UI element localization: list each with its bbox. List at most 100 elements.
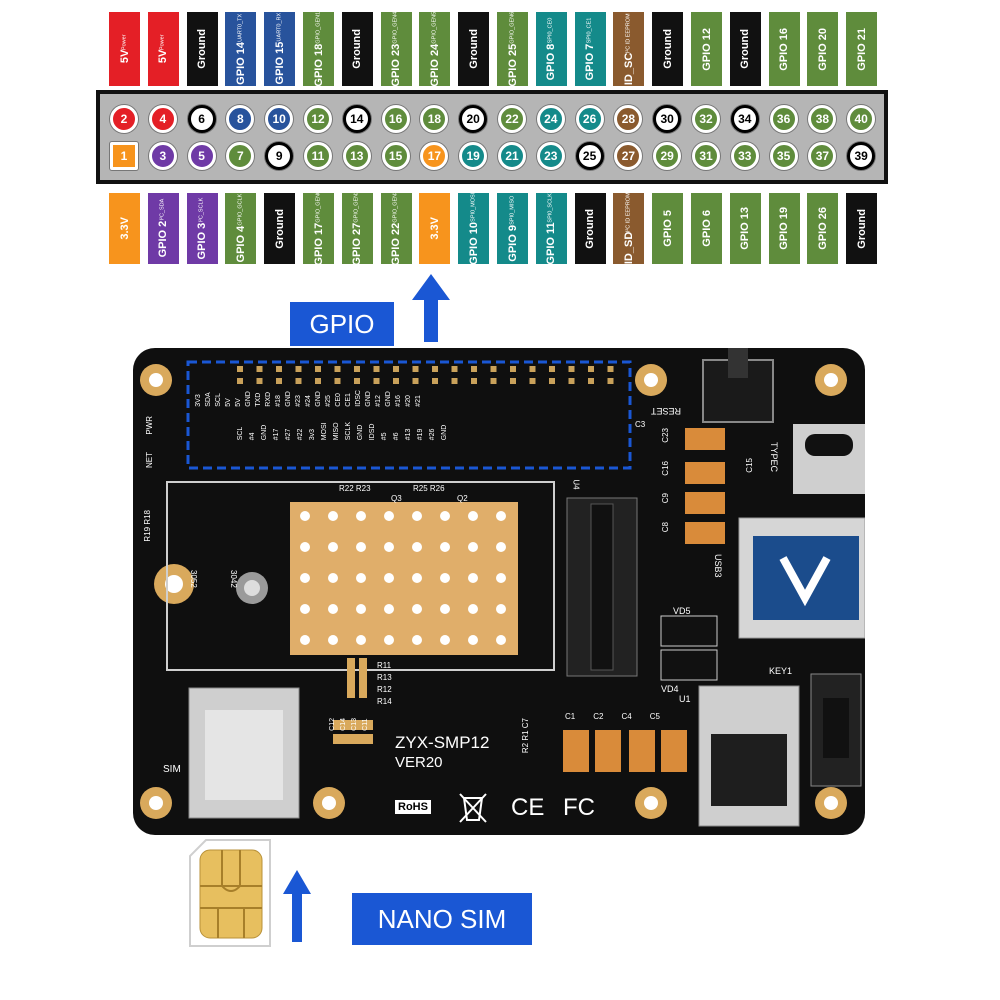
pin-20-marker: 20 xyxy=(459,105,488,133)
pin-function-label: GPIO 5 xyxy=(661,210,674,247)
pin-function-label: GPIO 14 xyxy=(234,41,247,85)
silkscreen-label: C2 xyxy=(593,712,604,721)
silkscreen-label: SCLK xyxy=(345,422,352,441)
silkscreen-label: #20 xyxy=(405,395,412,407)
silkscreen-label: 5V xyxy=(235,398,242,407)
pin-function-label: GPIO 8 xyxy=(545,43,558,81)
heatsink-hole xyxy=(496,604,506,614)
heatsink-hole xyxy=(412,542,422,552)
silkscreen-label: #24 xyxy=(305,395,312,407)
pin-2-marker: 2 xyxy=(110,105,138,133)
pin-number: 18 xyxy=(427,112,442,126)
pin-37-marker: 37 xyxy=(808,142,837,170)
pin-function-sublabel: I²C_SDA xyxy=(159,199,166,221)
header-pin-pad xyxy=(568,366,575,372)
pin-function-label: GPIO 27 xyxy=(351,223,364,266)
pin-function-label: GPIO 7 xyxy=(584,43,597,81)
pin-function-sublabel: Power xyxy=(121,34,127,51)
pin-number: 7 xyxy=(237,149,244,163)
pin-6-marker: 6 xyxy=(187,105,216,133)
pin-10-marker: 10 xyxy=(265,105,294,133)
silkscreen-label: R14 xyxy=(377,697,392,706)
header-pin-pad xyxy=(256,378,263,384)
pin-function-sublabel: GPIO_GEN4 xyxy=(392,11,399,44)
pin-function-label: GPIO 11 xyxy=(545,222,558,265)
silkscreen-label: #13 xyxy=(405,428,412,441)
pin-function-sublabel: Power xyxy=(159,34,166,51)
nano-sim-callout: NANO SIM xyxy=(352,893,532,945)
pin-function-label: GPIO 3 xyxy=(196,222,209,260)
heatsink-hole xyxy=(440,511,450,521)
heatsink-hole xyxy=(300,635,310,645)
pcb-artwork xyxy=(140,348,865,827)
pin-function-label: 3.3V xyxy=(118,217,131,240)
pin-number: 27 xyxy=(621,149,636,163)
pin-number: 9 xyxy=(275,149,283,163)
silkscreen-label: C1 xyxy=(565,712,576,721)
pin-number: 30 xyxy=(660,112,674,126)
header-pin-pad xyxy=(412,366,419,372)
heatsink-hole xyxy=(496,635,506,645)
pin-function-label: Ground xyxy=(467,29,480,69)
silkscreen-label: #18 xyxy=(275,395,282,407)
pin-number: 28 xyxy=(621,112,636,126)
header-pin-pad xyxy=(354,378,360,384)
silkscreen-label: GND xyxy=(441,424,448,441)
header-pin-pad xyxy=(354,366,360,372)
pin-function-sublabel: GPIO_GEN6 xyxy=(509,11,515,44)
pin-number: 16 xyxy=(388,112,403,126)
pin-number: 33 xyxy=(738,149,752,163)
header-pin-pad xyxy=(451,378,458,384)
silkscreen-label: C23 xyxy=(661,428,670,443)
heatsink-hole xyxy=(468,542,478,552)
heatsink-hole xyxy=(468,511,478,521)
pin-40-marker: 40 xyxy=(847,105,876,133)
pin-number: 5 xyxy=(198,149,205,163)
silkscreen-label: C11 xyxy=(362,718,369,731)
pin-function-sublabel: SPI0_SCLK xyxy=(547,192,554,223)
header-pin-pad xyxy=(276,378,282,384)
silkscreen-label: #19 xyxy=(417,428,424,441)
pin-function-sublabel: GPIO_GEN1 xyxy=(315,11,321,44)
pin-29-marker: 29 xyxy=(653,142,682,170)
pin-33-marker: 33 xyxy=(730,142,759,170)
silkscreen-label: MISO xyxy=(333,422,340,441)
gpio-callout: GPIO xyxy=(290,302,394,346)
pin-number: 29 xyxy=(660,149,674,163)
vd4-label: VD4 xyxy=(661,684,679,694)
pin-8-marker: 8 xyxy=(226,105,255,133)
pin-number: 32 xyxy=(699,112,713,126)
pin-function-label: GPIO 22 xyxy=(390,223,403,266)
usb3-label: USB3 xyxy=(713,554,723,578)
heatsink-hole xyxy=(300,573,310,583)
pin-11-marker: 11 xyxy=(304,142,332,170)
silkscreen-label: #23 xyxy=(295,395,302,407)
weee-bin-icon xyxy=(459,793,487,823)
heatsink-hole xyxy=(328,635,338,645)
heatsink-hole xyxy=(412,635,422,645)
silkscreen-label: SCL xyxy=(215,393,222,407)
header-pin-pad xyxy=(490,366,497,372)
pwr-label: PWR xyxy=(145,416,154,435)
pin-number: 8 xyxy=(237,112,244,126)
pin-function-label: GPIO 25 xyxy=(506,43,519,87)
pin-function-sublabel: I²C ID EEPROM xyxy=(625,192,632,233)
heatsink-hole xyxy=(300,511,310,521)
net-label: NET xyxy=(145,452,154,468)
heatsink-hole xyxy=(356,604,366,614)
heatsink-hole xyxy=(356,511,366,521)
pin-function-sublabel: UART0_TX xyxy=(237,13,244,42)
pin-function-sublabel: GPIO_GEN3 xyxy=(392,191,399,223)
pin-function-sublabel: SPI0_CE0 xyxy=(547,17,554,44)
pin-24-marker: 24 xyxy=(536,105,565,133)
silkscreen-label: GND xyxy=(365,391,372,407)
silkscreen-label: SDA xyxy=(205,392,212,407)
